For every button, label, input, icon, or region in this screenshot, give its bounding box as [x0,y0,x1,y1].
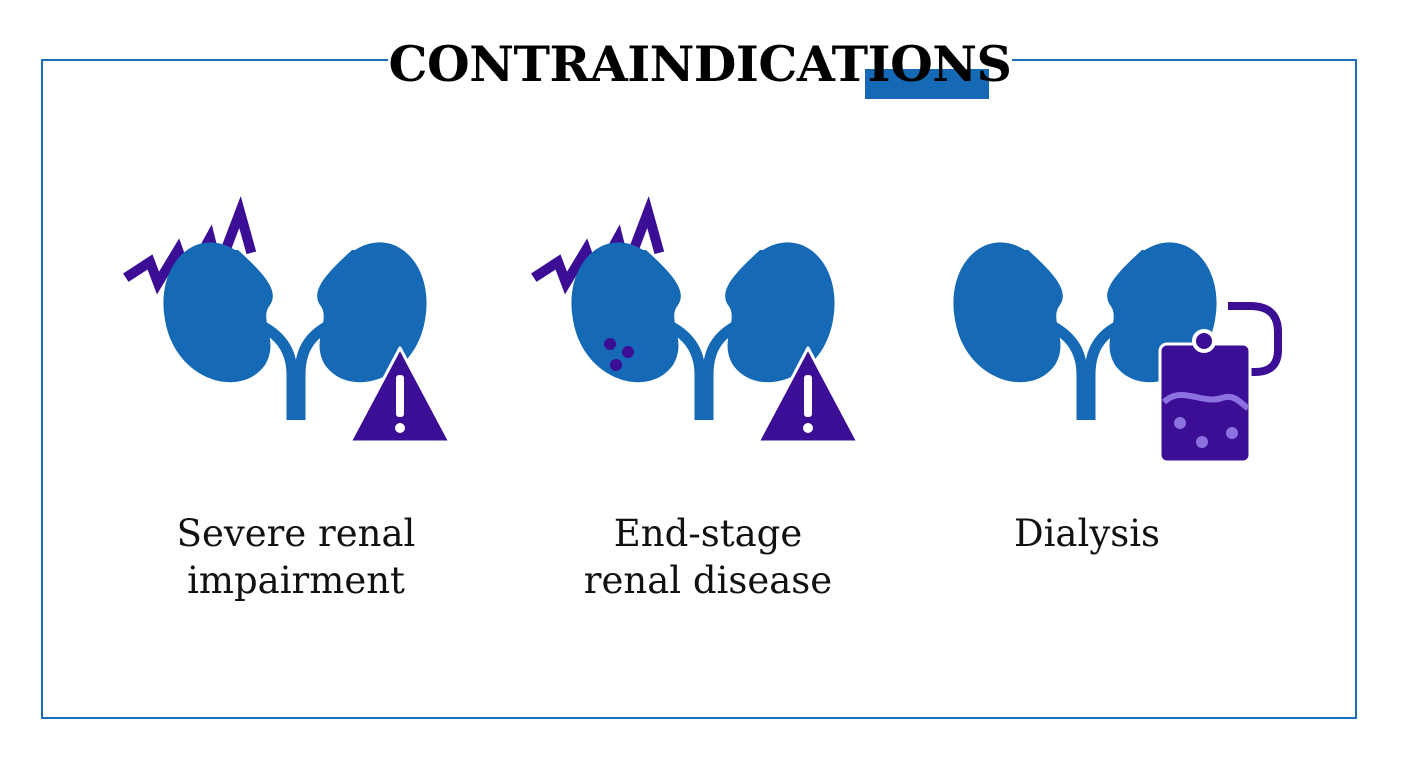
title-accent-bar [865,69,989,99]
label-line: Severe renal [176,512,416,555]
label-line: Dialysis [1013,512,1161,555]
label-line: impairment [187,559,405,602]
label-dialysis: Dialysis [937,510,1237,557]
label-line: renal disease [583,559,833,602]
kidneys-dialysis-bag-icon [953,242,1282,464]
label-line: End-stage [613,512,803,555]
kidneys-pain-warning-icon [123,195,452,444]
label-severe-renal-impairment: Severe renal impairment [146,510,446,604]
kidneys-stones-warning-icon [531,195,860,444]
label-end-stage-renal-disease: End-stage renal disease [558,510,858,604]
page-title: CONTRAINDICATIONS [388,35,1012,93]
